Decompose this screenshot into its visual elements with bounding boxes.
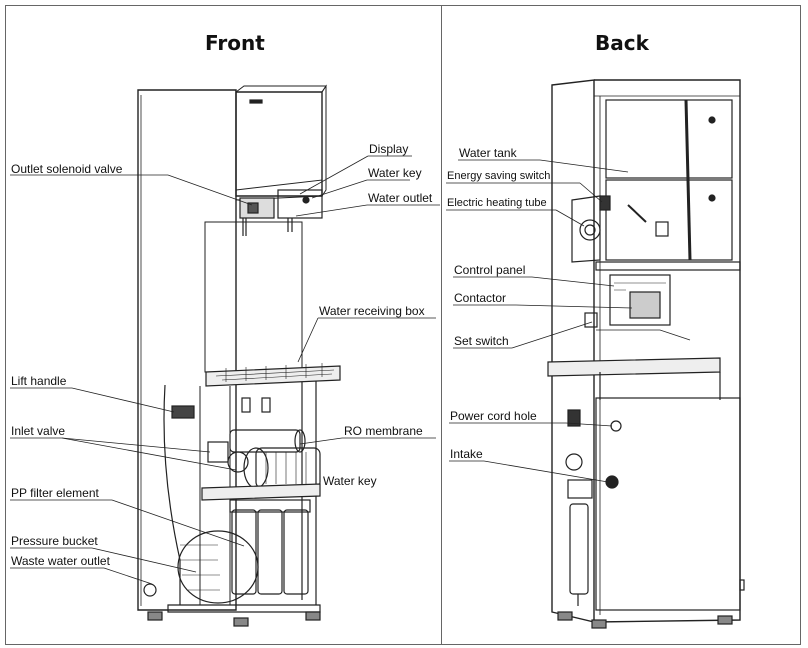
label-set-switch: Set switch — [454, 334, 509, 348]
label-water-tank: Water tank — [459, 146, 517, 160]
label-electric-heating-tube: Electric heating tube — [447, 197, 547, 209]
label-outlet-solenoid-valve: Outlet solenoid valve — [11, 162, 123, 176]
label-contactor: Contactor — [454, 291, 507, 305]
back-leader-lines — [446, 159, 633, 483]
label-waste-water-outlet: Waste water outlet — [11, 554, 110, 568]
label-pp-filter-element: PP filter element — [11, 486, 99, 500]
label-water-outlet: Water outlet — [368, 191, 433, 205]
label-power-cord-hole: Power cord hole — [450, 409, 537, 423]
label-pressure-bucket: Pressure bucket — [11, 534, 98, 548]
panel-divider — [441, 5, 442, 645]
label-inlet-valve: Inlet valve — [11, 424, 66, 438]
front-leader-lines — [10, 155, 440, 585]
label-lift-handle: Lift handle — [11, 374, 67, 388]
label-ro-membrane: RO membrane — [344, 424, 423, 438]
back-machine-drawing — [547, 79, 745, 629]
label-water-key-top: Water key — [368, 166, 422, 180]
label-control-panel: Control panel — [454, 263, 526, 277]
label-water-receiving-box: Water receiving box — [319, 304, 425, 318]
label-water-key-lower: Water key — [323, 474, 377, 488]
front-panel-title: Front — [205, 31, 265, 55]
back-panel-title: Back — [595, 31, 649, 55]
label-display: Display — [369, 142, 409, 156]
front-machine-drawing — [137, 84, 341, 627]
label-intake: Intake — [450, 447, 483, 461]
label-energy-saving-switch: Energy saving switch — [447, 170, 551, 182]
figure-frame — [5, 5, 801, 645]
